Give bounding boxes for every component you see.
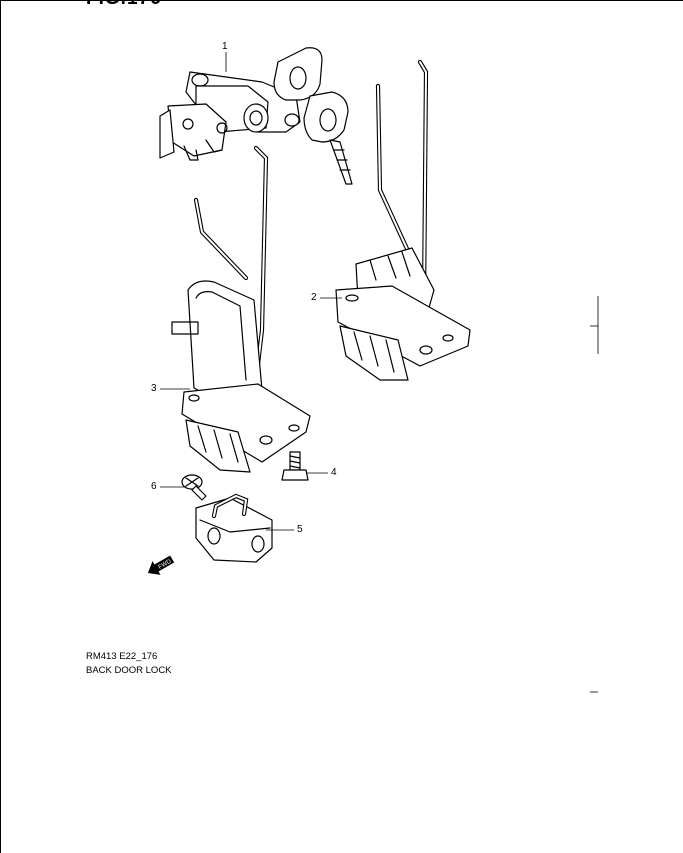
fwd-arrow-icon: FWD (147, 555, 175, 575)
callout-4: 4 (331, 467, 337, 478)
leader-lines (160, 52, 599, 693)
caption: RM413 E22_176 BACK DOOR LOCK (86, 650, 172, 678)
latch-assembly-icon (171, 145, 311, 473)
lock-cylinder-icon (159, 71, 301, 161)
callout-1: 1 (222, 41, 228, 52)
callout-6: 6 (151, 481, 157, 492)
figure-title: FIG.176 (86, 0, 162, 10)
caption-code: RM413 E22_176 (86, 651, 158, 662)
bolt-icon (281, 451, 309, 481)
callout-5: 5 (297, 524, 303, 535)
striker-icon (195, 493, 273, 563)
callout-3: 3 (151, 383, 157, 394)
latch-assembly-icon (335, 59, 471, 381)
caption-name: BACK DOOR LOCK (86, 665, 172, 676)
callout-2: 2 (311, 292, 317, 303)
screw-icon (181, 474, 207, 501)
key-icon (273, 47, 353, 185)
